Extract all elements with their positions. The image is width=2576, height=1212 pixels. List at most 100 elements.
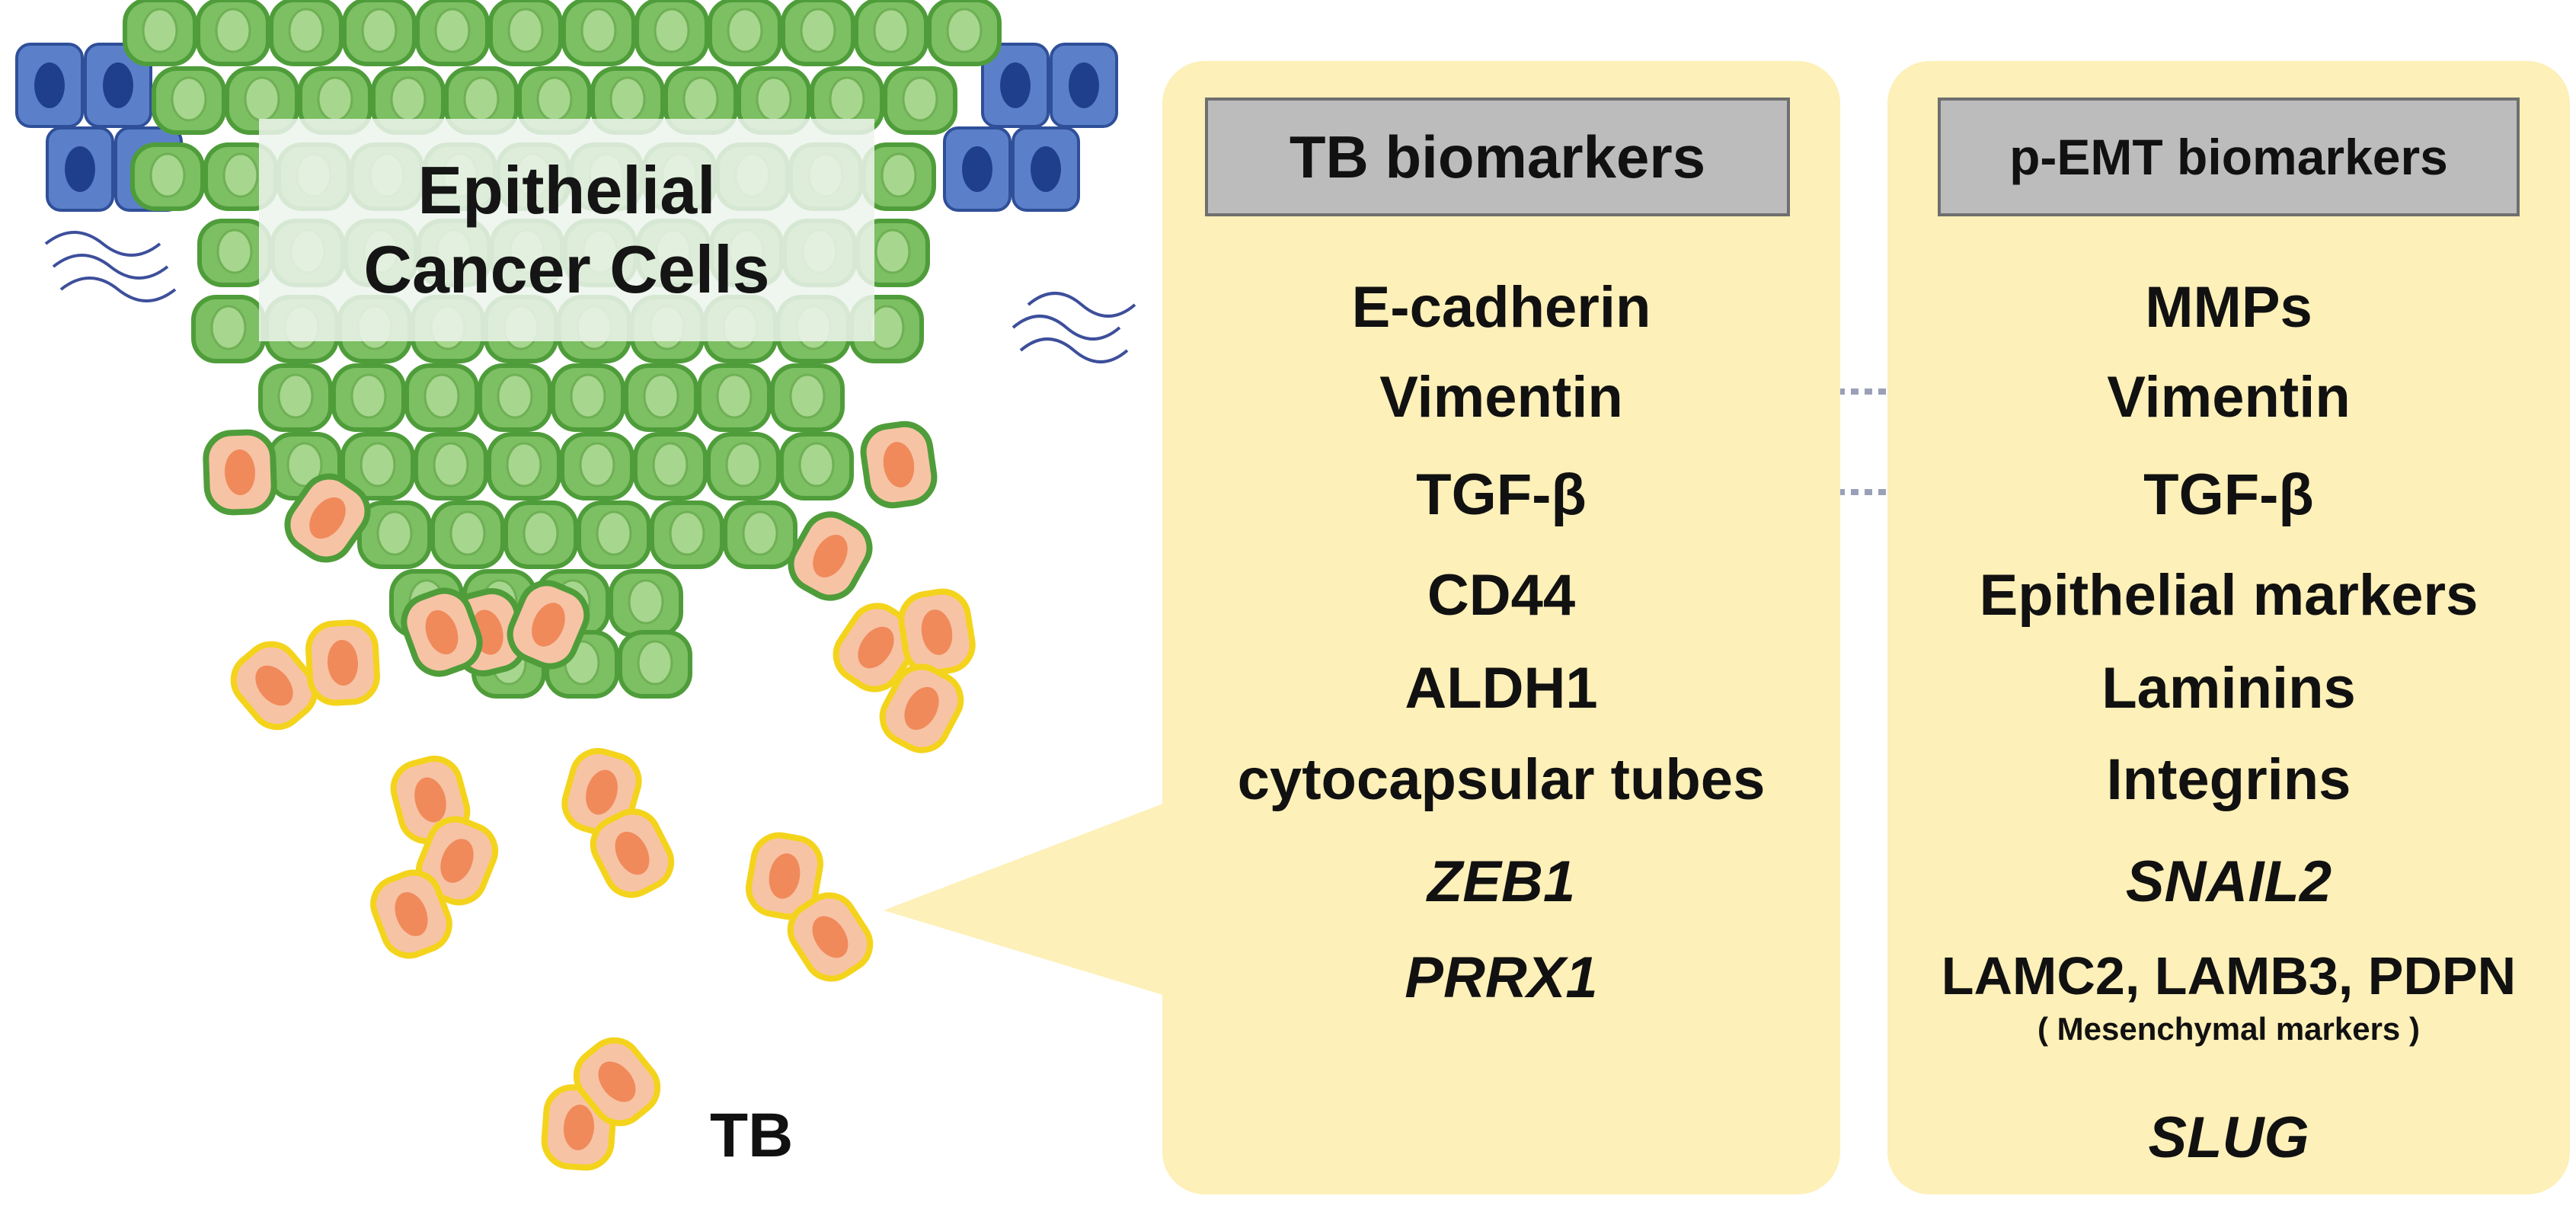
fiber — [1019, 337, 1129, 363]
p-emt-biomarker-item: Laminins — [2101, 656, 2356, 721]
cancer-cell — [404, 363, 479, 432]
budding-cell — [590, 808, 675, 898]
p-emt-biomarker-item: LAMC2, LAMB3, PDPN — [1941, 946, 2517, 1006]
budding-cell — [573, 1037, 661, 1127]
cancer-cell — [478, 363, 552, 432]
budding-cell — [284, 473, 371, 563]
budding-cell — [507, 580, 590, 670]
epithelial-cancer-cells-label: Epithelial Cancer Cells — [259, 119, 874, 341]
cancer-cell — [927, 0, 1002, 66]
tumor-budding-cells — [203, 421, 976, 1171]
p-emt-biomarker-item: TGF-β — [2143, 462, 2314, 527]
cancer-cell — [561, 0, 636, 66]
epithelial-label-line2: Cancer Cells — [363, 232, 770, 307]
cancer-cell — [770, 363, 845, 432]
budding-cell — [203, 429, 277, 516]
p-emt-biomarker-item: Epithelial markers — [1979, 563, 2479, 628]
normal-cell — [84, 43, 152, 128]
normal-cell — [981, 43, 1050, 128]
normal-cell — [1050, 43, 1118, 128]
fiber — [1012, 315, 1121, 341]
cancer-cell — [298, 66, 372, 135]
p-emt-biomarker-note: ( Mesenchymal markers ) — [2037, 1011, 2420, 1047]
cancer-cell — [488, 0, 563, 66]
cancer-cell — [371, 66, 446, 135]
cancer-cell — [560, 432, 634, 500]
tb-label: TB — [710, 1101, 794, 1170]
fiber — [1027, 292, 1136, 318]
p-emt-biomarker-item: SLUG — [2148, 1105, 2309, 1170]
tb-biomarker-item: ALDH1 — [1405, 656, 1598, 721]
cancer-cell — [618, 630, 692, 699]
p-emt-biomarker-item: Integrins — [2106, 747, 2351, 812]
cancer-cell — [503, 500, 578, 569]
cancer-cell — [634, 0, 709, 66]
tb-biomarker-item: cytocapsular tubes — [1237, 747, 1766, 812]
tb-biomarker-item: Vimentin — [1379, 365, 1623, 430]
cancer-cell — [624, 363, 698, 432]
cancer-cell — [152, 66, 226, 135]
budding-cell — [898, 588, 976, 676]
budding-cell — [305, 619, 380, 706]
cancer-cell — [609, 569, 683, 638]
cancer-cell — [551, 363, 625, 432]
cancer-cell — [650, 500, 724, 569]
cancer-cell — [269, 0, 344, 66]
cancer-cell — [708, 0, 782, 66]
cancer-cell — [487, 432, 561, 500]
cancer-cell — [697, 363, 772, 432]
normal-cell — [1012, 126, 1080, 212]
cancer-cell — [779, 432, 854, 500]
fiber — [44, 231, 161, 257]
p-emt-biomarkers-panel: p-EMT biomarkers MMPs Vimentin TGF-β Epi… — [1887, 61, 2570, 1194]
p-emt-biomarker-item: Vimentin — [2107, 365, 2351, 430]
cancer-cell — [577, 500, 651, 569]
cancer-cell — [340, 432, 415, 500]
budding-cell — [788, 511, 873, 601]
cancer-cell — [781, 0, 855, 66]
cancer-cell — [196, 0, 270, 66]
tb-biomarkers-header: TB biomarkers — [1205, 98, 1790, 216]
budding-cell — [787, 892, 874, 982]
budding-cell — [746, 832, 823, 920]
cancer-cell — [130, 142, 205, 211]
budding-cell — [370, 869, 452, 959]
tb-biomarker-item: CD44 — [1427, 563, 1576, 628]
cancer-cell — [663, 66, 738, 135]
stroma-fibers — [44, 231, 1136, 363]
tb-biomarker-item: E-cadherin — [1351, 275, 1651, 340]
cancer-cell — [633, 432, 708, 500]
cancer-cell — [197, 219, 272, 287]
cancer-cell — [342, 0, 417, 66]
cancer-cell — [854, 0, 928, 66]
budding-cell — [401, 587, 483, 677]
fiber — [59, 277, 177, 302]
p-emt-biomarkers-header: p-EMT biomarkers — [1938, 98, 2520, 216]
cancer-cell — [861, 142, 936, 211]
budding-cell — [230, 641, 318, 731]
budding-cell — [860, 421, 938, 509]
epithelial-label-line1: Epithelial — [417, 152, 716, 229]
cancer-cell — [706, 432, 781, 500]
tb-biomarker-item: ZEB1 — [1427, 849, 1576, 914]
cancer-cell — [723, 500, 797, 569]
cancer-cell — [357, 500, 432, 569]
fiber — [52, 254, 169, 280]
cancer-cell — [331, 363, 406, 432]
cancer-cell — [414, 432, 488, 500]
p-emt-biomarker-item: SNAIL2 — [2125, 849, 2332, 914]
cancer-cell — [590, 66, 665, 135]
cancer-cell — [123, 0, 197, 66]
normal-cell — [46, 126, 114, 212]
cancer-cell — [258, 363, 333, 432]
p-emt-biomarker-item: MMPs — [2145, 275, 2312, 340]
callout-wedge — [884, 800, 1173, 998]
normal-cell — [15, 43, 84, 128]
tb-biomarker-item: PRRX1 — [1405, 945, 1598, 1010]
budding-cell — [833, 603, 919, 692]
tb-biomarkers-panel: TB biomarkers E-cadherin Vimentin TGF-β … — [1162, 61, 1840, 1194]
cancer-cell — [191, 295, 266, 363]
normal-cell — [943, 126, 1012, 212]
budding-cell — [879, 664, 964, 753]
cancer-cell — [430, 500, 505, 569]
